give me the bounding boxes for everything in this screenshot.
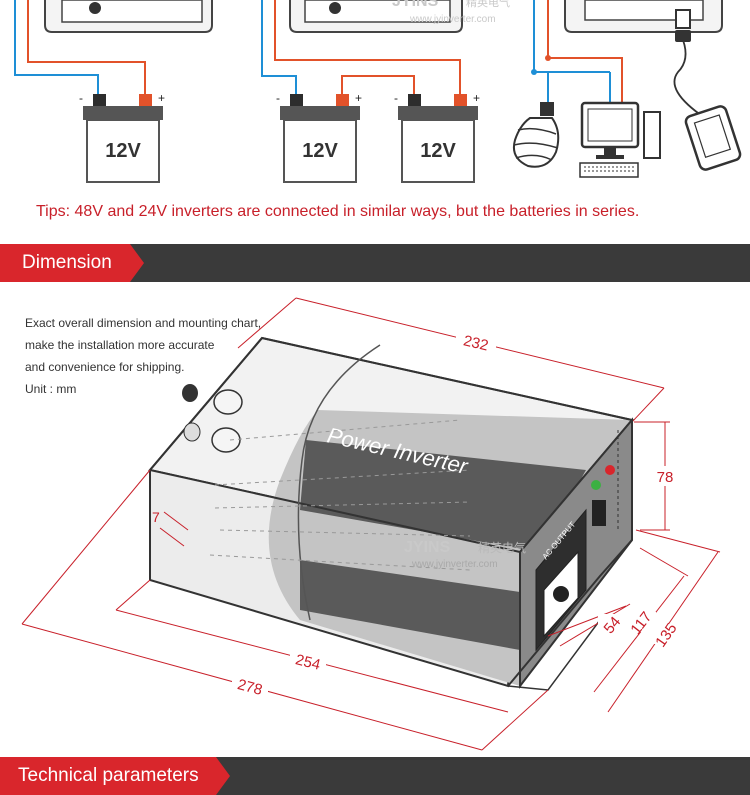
dimension-note: Exact overall dimension and mounting cha… bbox=[25, 312, 261, 400]
dimension-title: Dimension bbox=[0, 244, 144, 282]
battery-1: - + 12V bbox=[79, 91, 165, 183]
note-line-2: make the installation more accurate bbox=[25, 338, 215, 352]
tips-text: Tips: 48V and 24V inverters are connecte… bbox=[36, 203, 640, 220]
tech-title: Technical parameters bbox=[0, 757, 230, 795]
inverter-1 bbox=[44, 0, 213, 33]
wire-link-2 bbox=[341, 75, 415, 95]
light-bulb-icon bbox=[512, 102, 560, 168]
dimension-drawing: 232 78 Power Inverter AC OUTPUT bbox=[21, 297, 721, 751]
watermark-url-mid: www.jyinverter.com bbox=[411, 559, 498, 570]
dim-254-label: 254 bbox=[294, 651, 322, 674]
dim-78-label: 78 bbox=[657, 469, 674, 486]
wire-red-1 bbox=[27, 0, 146, 95]
battery-2-neg: - bbox=[276, 91, 280, 105]
battery-3-neg: - bbox=[394, 91, 398, 105]
dim-7-label: 7 bbox=[152, 509, 160, 525]
battery-3-pos: + bbox=[473, 91, 480, 105]
inverter-2 bbox=[289, 0, 463, 33]
wire-blue-2 bbox=[261, 0, 297, 95]
battery-2-label: 12V bbox=[302, 140, 338, 162]
wire-red-2 bbox=[274, 0, 461, 95]
battery-2: - + 12V bbox=[276, 91, 362, 183]
dimension-header-bar: Dimension bbox=[0, 244, 750, 282]
note-line-3: and convenience for shipping. bbox=[25, 360, 185, 374]
battery-2-pos: + bbox=[355, 91, 362, 105]
battery-1-neg: - bbox=[79, 91, 83, 105]
terminal-knobs bbox=[182, 384, 243, 453]
wire-red-3 bbox=[547, 0, 623, 105]
watermark-brand-top: JYINS bbox=[392, 0, 439, 10]
computer-icon bbox=[579, 101, 661, 178]
note-line-1: Exact overall dimension and mounting cha… bbox=[25, 316, 262, 330]
phone-icon bbox=[684, 105, 742, 171]
dim-232-label: 232 bbox=[462, 332, 490, 354]
watermark-brand-mid: JYINS bbox=[404, 539, 451, 556]
inverter-3 bbox=[564, 0, 723, 33]
note-line-4: Unit : mm bbox=[25, 382, 77, 396]
battery-3-label: 12V bbox=[420, 140, 456, 162]
dim-278-label: 278 bbox=[236, 676, 265, 699]
battery-1-pos: + bbox=[158, 91, 165, 105]
wiring-diagram: - + 12V - + 12V - + 12V bbox=[14, 0, 742, 183]
watermark-cn-top: 精英电气 bbox=[466, 0, 510, 9]
tech-header-bar: Technical parameters bbox=[0, 757, 750, 795]
watermark-cn-mid: 精英电气 bbox=[478, 540, 526, 555]
battery-3: - + 12V bbox=[394, 91, 480, 183]
wire-blue-1 bbox=[14, 0, 99, 95]
wire-blue-3 bbox=[533, 0, 549, 105]
battery-1-label: 12V bbox=[105, 140, 141, 162]
watermark-url-top: www.jyinverter.com bbox=[409, 14, 496, 25]
